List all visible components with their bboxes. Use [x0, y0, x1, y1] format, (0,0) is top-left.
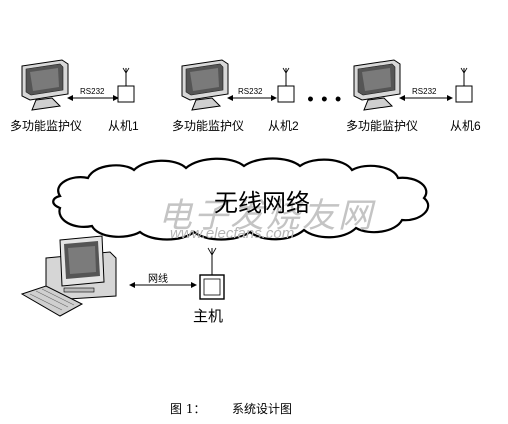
monitor-icon — [353, 59, 401, 111]
monitor-label: 多功能监护仪 — [10, 119, 83, 133]
slave-node-icon — [455, 67, 473, 103]
slave-node-icon — [117, 67, 135, 103]
slave-node-icon — [277, 67, 295, 103]
figure-number: 图 1： — [170, 402, 206, 416]
host-label: 主机 — [193, 307, 224, 325]
cable-label: 网线 — [148, 274, 168, 285]
cloud-label: 无线网络 — [214, 189, 310, 217]
host-node-icon — [199, 247, 225, 300]
slave-label: 从机6 — [450, 119, 481, 133]
monitor-label: 多功能监护仪 — [172, 119, 245, 133]
monitor-label: 多功能监护仪 — [346, 119, 419, 133]
figure-title: 系统设计图 — [232, 402, 293, 416]
watermark-cn: 电子发烧友网 — [158, 196, 374, 236]
rs232-label: RS232 — [412, 87, 437, 96]
wireless-cloud-icon — [52, 157, 430, 241]
rs232-label: RS232 — [80, 87, 105, 96]
rs232-label: RS232 — [238, 87, 263, 96]
slave-label: 从机2 — [268, 119, 299, 133]
host-computer-icon — [20, 235, 117, 317]
ellipsis: • • • — [306, 92, 343, 108]
monitor-icon — [21, 59, 69, 111]
device-group-2 — [181, 59, 295, 111]
slave-label: 从机1 — [108, 119, 139, 133]
device-group-1 — [21, 59, 135, 111]
device-group-3 — [353, 59, 473, 111]
monitor-icon — [181, 59, 229, 111]
watermark-url: www.elecfans.com — [170, 225, 295, 242]
